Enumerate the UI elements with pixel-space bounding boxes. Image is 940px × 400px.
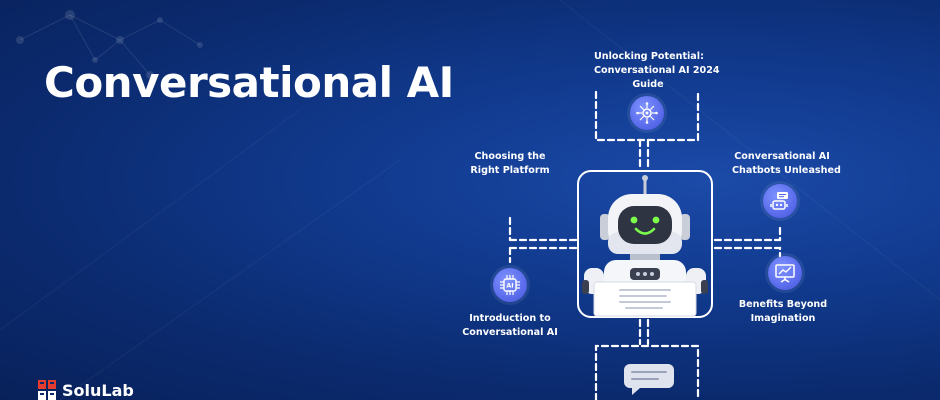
label-chatbots-unleashed: Conversational AI Chatbots Unleashed <box>732 151 841 176</box>
page-title: Conversational AI <box>44 58 454 107</box>
robot-frame <box>577 170 713 318</box>
presentation-icon <box>768 256 802 290</box>
chat-bubble-icon <box>624 364 674 395</box>
label-unlocking-potential: Unlocking Potential: Conversational AI 2… <box>594 51 720 90</box>
brand-name: SoluLab <box>62 380 134 400</box>
robot-icon <box>582 175 708 317</box>
solulab-logo-icon <box>38 380 56 400</box>
label-choosing-platform: Choosing the Right Platform <box>470 151 550 176</box>
label-benefits: Benefits Beyond Imagination <box>738 299 828 324</box>
network-icon <box>630 96 664 130</box>
ai-chip-label: AI <box>506 282 513 290</box>
ai-chip-icon: AI <box>493 268 527 302</box>
chatbot-icon <box>763 184 797 218</box>
brand-logo: SoluLab <box>38 380 134 400</box>
label-introduction: Introduction to Conversational AI <box>462 313 558 338</box>
